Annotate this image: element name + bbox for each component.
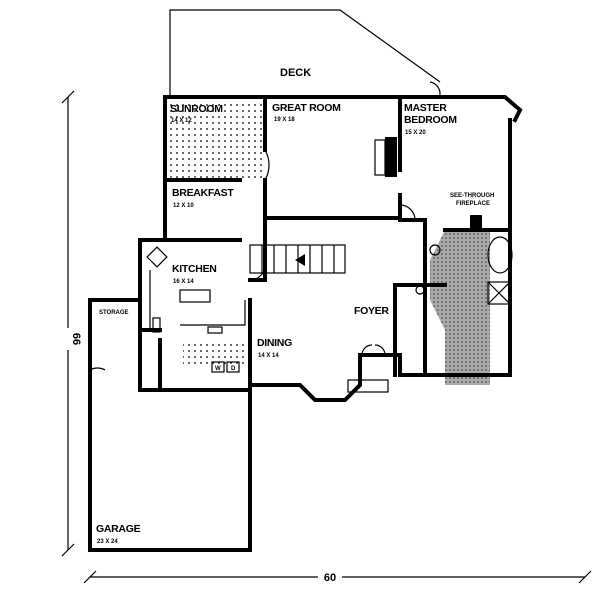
sunroom-floor [167,100,263,180]
master-bath-floor [430,230,490,385]
room-size-sunroom: 14 X 12 [171,118,192,124]
dryer [226,361,240,373]
room-size-garage: 23 X 24 [97,539,118,545]
washer-label: W [215,366,221,372]
room-size-master-bedroom: 15 X 20 [405,130,426,136]
room-label-great-room: GREAT ROOM [272,102,341,114]
room-label-bedroom: BEDROOM [404,114,457,126]
doors [89,81,441,380]
interior-walls [138,95,512,392]
room-size-dining: 14 X 14 [258,353,279,359]
room-size-kitchen: 16 X 14 [173,279,194,285]
room-label-kitchen: KITCHEN [172,263,217,275]
deck [169,9,441,95]
front-porch [347,379,389,393]
room-label-storage: STORAGE [99,310,129,316]
dimension-depth: 66 [61,90,82,557]
room-size-great-room: 19 X 18 [274,117,295,123]
staircase [249,244,346,274]
room-label-sunroom: SUNROOM [170,103,223,115]
fireplace-note-2: FIREPLACE [456,201,490,207]
fireplace [374,137,482,230]
fireplace-note-1: SEE-THROUGH [450,193,494,199]
room-label-deck: DECK [280,67,311,79]
kitchen-fixtures [146,246,246,334]
room-label-dining: DINING [257,337,292,349]
room-label-garage: GARAGE [96,523,141,535]
room-label-foyer: FOYER [354,305,389,317]
dimension-width-label: 60 [324,572,336,584]
room-label-breakfast: BREAKFAST [172,187,234,199]
laundry-floor [183,340,248,368]
room-size-breakfast: 12 X 10 [173,203,194,209]
master-bath-fixtures [415,236,513,305]
dimension-width: 60 [83,570,592,584]
room-label-master: MASTER [404,102,447,114]
washer [211,361,225,373]
dryer-label: D [231,366,236,372]
dimension-depth-label: 66 [70,333,82,345]
